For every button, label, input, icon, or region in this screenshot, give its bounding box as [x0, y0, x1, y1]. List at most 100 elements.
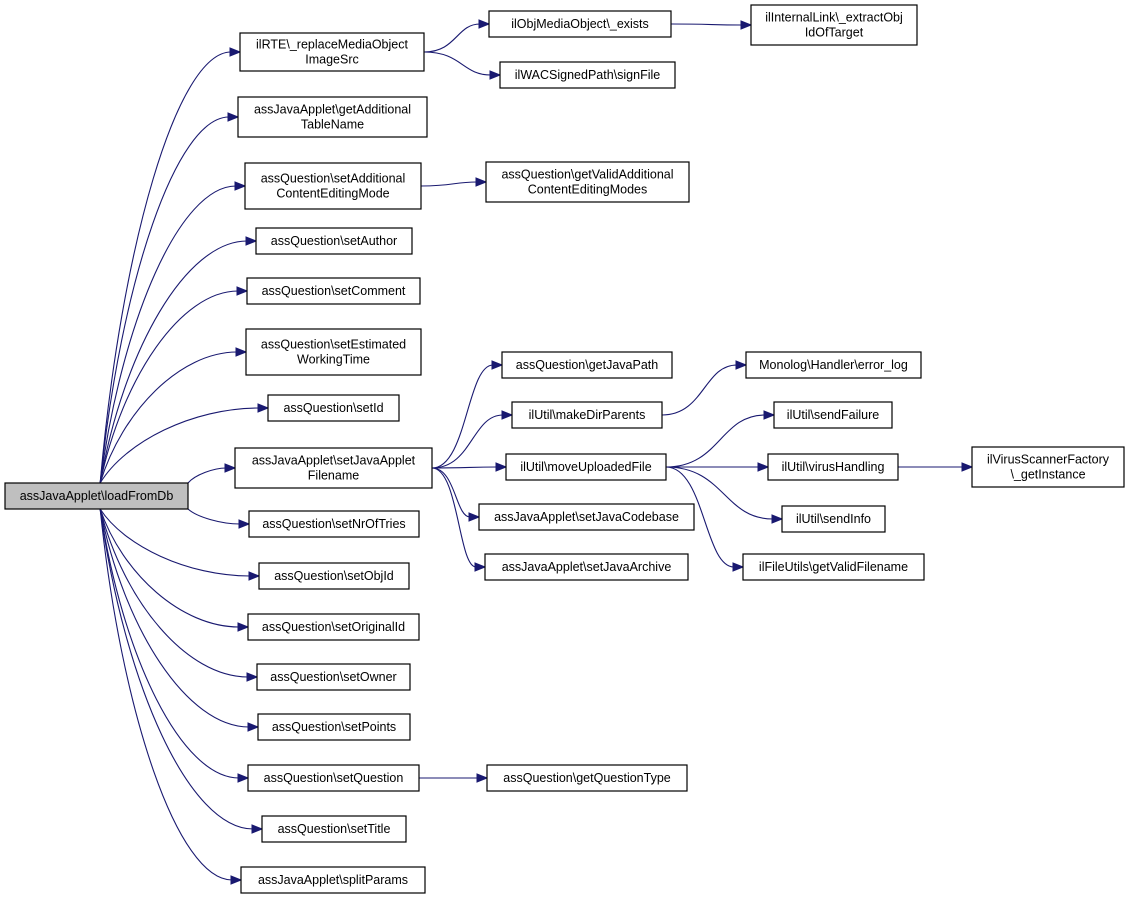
- edge-line: [99, 407, 260, 484]
- node-box: [745, 351, 922, 379]
- node-box: [246, 277, 421, 305]
- call-edges: [99, 19, 974, 885]
- node-box: [247, 613, 420, 641]
- node-set-archive[interactable]: assJavaApplet\setJavaArchive: [484, 553, 689, 581]
- node-virus-factory[interactable]: ilVirusScannerFactory\_getInstance: [971, 446, 1125, 488]
- node-label: ilVirusScannerFactory: [987, 453, 1110, 467]
- node-sign-file[interactable]: ilWACSignedPath\signFile: [499, 61, 676, 89]
- edge-line: [99, 508, 250, 728]
- node-label: WorkingTime: [297, 353, 370, 367]
- node-box: [255, 227, 413, 255]
- edge-media-exists-to-extract-obj: [670, 20, 753, 30]
- node-label: ilUtil\moveUploadedFile: [520, 460, 651, 474]
- node-label: ilUtil\makeDirParents: [529, 408, 646, 422]
- node-set-author[interactable]: assQuestion\setAuthor: [255, 227, 413, 255]
- node-set-owner[interactable]: assQuestion\setOwner: [256, 663, 411, 691]
- edge-line: [670, 23, 743, 26]
- edge-load-from-db-to-set-comment: [99, 286, 249, 484]
- node-set-title[interactable]: assQuestion\setTitle: [261, 815, 407, 843]
- node-box: [511, 401, 663, 429]
- arrowhead: [501, 410, 514, 420]
- arrowhead: [224, 463, 237, 473]
- node-box: [247, 764, 420, 792]
- node-media-exists[interactable]: ilObjMediaObject\_exists: [488, 10, 672, 38]
- node-virus-handling[interactable]: ilUtil\virusHandling: [767, 453, 899, 481]
- edge-line: [99, 508, 251, 577]
- node-split-params[interactable]: assJavaApplet\splitParams: [240, 866, 426, 894]
- edge-load-from-db-to-set-title: [99, 508, 264, 834]
- node-send-info[interactable]: ilUtil\sendInfo: [781, 505, 886, 533]
- node-label: assQuestion\setAdditional: [261, 172, 406, 186]
- node-box: [971, 446, 1125, 488]
- node-set-question[interactable]: assQuestion\setQuestion: [247, 764, 420, 792]
- node-get-valid-filename[interactable]: ilFileUtils\getValidFilename: [742, 553, 925, 581]
- node-box: [244, 162, 422, 210]
- node-set-original-id[interactable]: assQuestion\setOriginalId: [247, 613, 420, 641]
- arrowhead: [468, 512, 481, 522]
- edge-line: [187, 508, 241, 525]
- edge-line: [665, 466, 735, 568]
- edge-line: [99, 508, 233, 881]
- edge-load-from-db-to-set-obj-id: [99, 508, 261, 581]
- edge-line: [665, 466, 774, 520]
- node-get-question-type[interactable]: assQuestion\getQuestionType: [486, 764, 688, 792]
- node-label: assJavaApplet\setJavaCodebase: [494, 510, 679, 524]
- node-get-valid-modes[interactable]: assQuestion\getValidAdditionalContentEdi…: [485, 161, 690, 203]
- node-set-obj-id[interactable]: assQuestion\setObjId: [258, 562, 410, 590]
- node-label: assJavaApplet\splitParams: [258, 873, 408, 887]
- edge-line: [99, 290, 239, 484]
- node-box: [742, 553, 925, 581]
- node-move-uploaded[interactable]: ilUtil\moveUploadedFile: [505, 453, 667, 481]
- edge-set-java-applet-to-make-dir-parents: [431, 410, 514, 469]
- node-load-from-db[interactable]: assJavaApplet\loadFromDb: [4, 482, 189, 510]
- edge-line: [431, 414, 504, 469]
- edge-set-question-to-get-question-type: [419, 773, 489, 783]
- node-error-log[interactable]: Monolog\Handler\error_log: [745, 351, 922, 379]
- node-get-java-path[interactable]: assQuestion\getJavaPath: [501, 351, 673, 379]
- node-box: [234, 447, 433, 489]
- arrowhead: [235, 347, 248, 357]
- node-box: [267, 394, 400, 422]
- node-label: TableName: [301, 118, 364, 132]
- arrowhead: [248, 571, 261, 581]
- edge-load-from-db-to-set-nr-of-tries: [187, 508, 251, 529]
- node-set-add-content[interactable]: assQuestion\setAdditionalContentEditingM…: [244, 162, 422, 210]
- arrowhead: [238, 519, 251, 529]
- node-set-points[interactable]: assQuestion\setPoints: [257, 713, 411, 741]
- arrowhead: [478, 19, 491, 29]
- node-set-codebase[interactable]: assJavaApplet\setJavaCodebase: [478, 503, 695, 531]
- node-label: assQuestion\setTitle: [278, 822, 391, 836]
- edge-move-uploaded-to-get-valid-filename: [665, 466, 745, 572]
- edge-make-dir-parents-to-error-log: [661, 360, 748, 416]
- node-set-comment[interactable]: assQuestion\setComment: [246, 277, 421, 305]
- node-box: [240, 866, 426, 894]
- edge-load-from-db-to-split-params: [99, 508, 243, 885]
- edge-line: [431, 364, 494, 469]
- node-label: \_getInstance: [1010, 468, 1085, 482]
- node-label: ilInternalLink\_extractObj: [765, 11, 903, 25]
- edge-line: [423, 23, 481, 53]
- node-label: ilObjMediaObject\_exists: [511, 17, 649, 31]
- node-label: ilWACSignedPath\signFile: [515, 68, 660, 82]
- node-box: [505, 453, 667, 481]
- node-send-failure[interactable]: ilUtil\sendFailure: [773, 401, 893, 429]
- node-label: Filename: [308, 469, 359, 483]
- node-box: [484, 553, 689, 581]
- edge-line: [423, 51, 492, 76]
- edge-replace-media-to-media-exists: [423, 19, 491, 53]
- edge-line: [661, 364, 738, 416]
- edge-line: [99, 508, 249, 678]
- node-box: [239, 32, 425, 72]
- node-set-nr-of-tries[interactable]: assQuestion\setNrOfTries: [248, 510, 420, 538]
- node-set-id[interactable]: assQuestion\setId: [267, 394, 400, 422]
- edge-set-java-applet-to-set-archive: [431, 467, 487, 572]
- node-label: assQuestion\setComment: [262, 284, 406, 298]
- arrowhead: [234, 181, 247, 191]
- node-box: [261, 815, 407, 843]
- node-make-dir-parents[interactable]: ilUtil\makeDirParents: [511, 401, 663, 429]
